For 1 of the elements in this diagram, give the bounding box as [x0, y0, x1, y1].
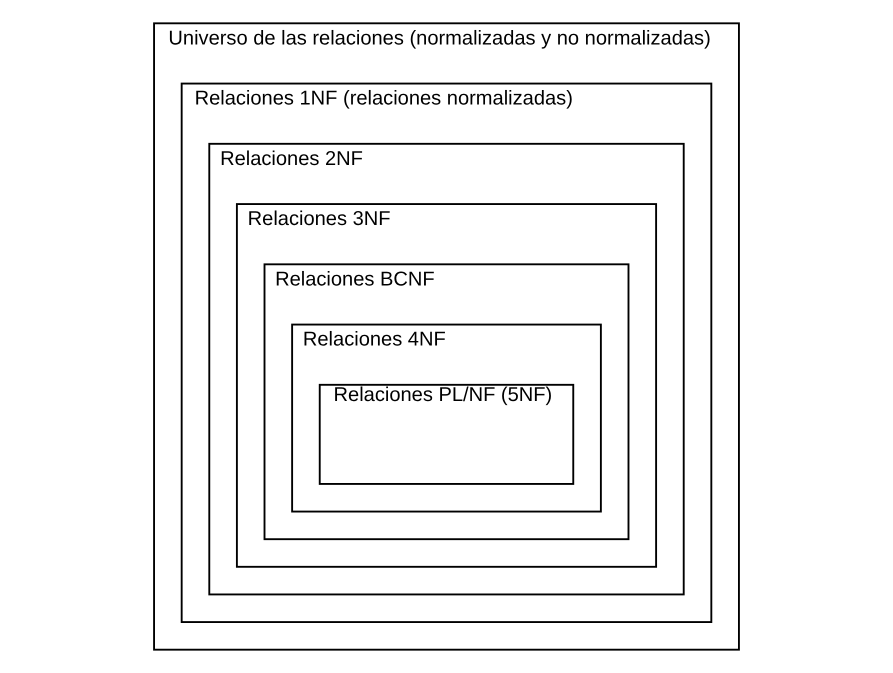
node-box: Relaciones PL/NF (5NF)	[318, 384, 574, 485]
